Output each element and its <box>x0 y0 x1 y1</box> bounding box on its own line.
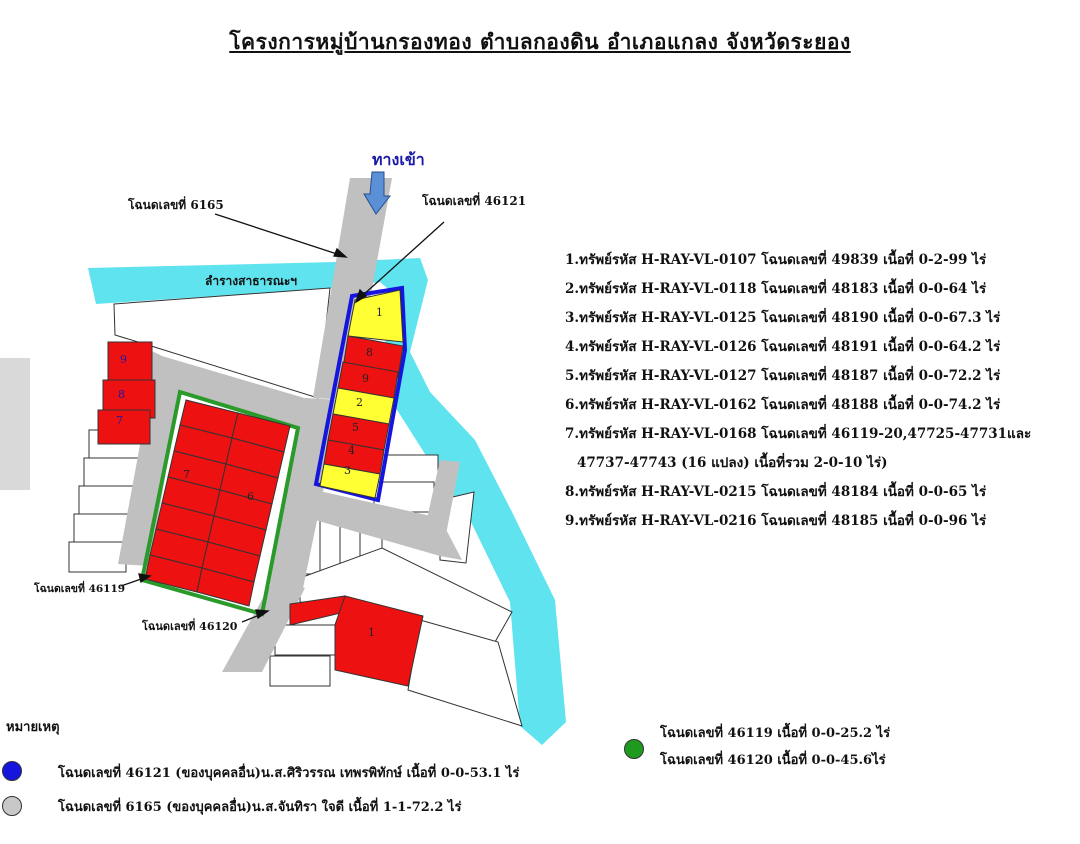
plot-number-3: 3 <box>344 464 351 477</box>
grey-legend-dot-icon <box>2 796 22 816</box>
legend-green-text-2: โฉนดเลขที่ 46120 เนื้อที่ 0-0-45.6ไร่ <box>660 753 886 768</box>
property-item-8: 8.ทรัพย์รหัส H-RAY-VL-0215 โฉนดเลขที่ 48… <box>565 484 987 500</box>
plot-number-7-left: 7 <box>116 414 123 427</box>
plot-number-9-left: 9 <box>120 353 127 366</box>
property-item-6: 6.ทรัพย์รหัส H-RAY-VL-0162 โฉนดเลขที่ 48… <box>565 397 1001 413</box>
deed-6165-label: โฉนดเลขที่ 6165 <box>128 198 224 212</box>
red-plots-left <box>97 341 156 445</box>
green-legend-dot-icon <box>624 739 644 759</box>
property-item-2: 2.ทรัพย์รหัส H-RAY-VL-0118 โฉนดเลขที่ 48… <box>565 281 987 297</box>
canal-label: ลำรางสาธารณะฯ <box>205 274 298 288</box>
plot-number-1-bottom: 1 <box>368 626 375 639</box>
property-list: 1.ทรัพย์รหัส H-RAY-VL-0107 โฉนดเลขที่ 49… <box>565 246 1031 536</box>
plot-number-4: 4 <box>348 444 355 457</box>
access-roads <box>118 178 462 672</box>
plot-number-8-right: 8 <box>366 346 373 359</box>
property-item-5: 5.ทรัพย์รหัส H-RAY-VL-0127 โฉนดเลขที่ 48… <box>565 368 1001 384</box>
legend-green-text-1: โฉนดเลขที่ 46119 เนื้อที่ 0-0-25.2 ไร่ <box>660 726 891 741</box>
deed-46120-label: โฉนดเลขที่ 46120 <box>142 620 238 633</box>
blue-legend-dot-icon <box>2 761 22 781</box>
yellow-red-plots-right <box>319 289 404 499</box>
deed-46121-label: โฉนดเลขที่ 46121 <box>422 194 527 208</box>
property-item-7: 7.ทรัพย์รหัส H-RAY-VL-0168 โฉนดเลขที่ 46… <box>565 426 1032 442</box>
plot-number-5: 5 <box>352 421 359 434</box>
blue-deed-boundary <box>313 285 408 503</box>
property-item-1: 1.ทรัพย์รหัส H-RAY-VL-0107 โฉนดเลขที่ 49… <box>565 252 987 268</box>
legend-grey-text: โฉนดเลขที่ 6165 (ของบุคคลอื่น)น.ส.จันทิร… <box>58 800 462 815</box>
plot-number-6-center: 6 <box>247 490 254 503</box>
property-item-9: 9.ทรัพย์รหัส H-RAY-VL-0216 โฉนดเลขที่ 48… <box>565 513 987 529</box>
entrance-label: ทางเข้า <box>372 150 425 169</box>
legend-title: หมายเหตุ <box>6 720 60 735</box>
red-plots-center <box>144 399 291 607</box>
plot-number-2: 2 <box>356 396 363 409</box>
plot-number-1-right: 1 <box>376 306 383 319</box>
plot-number-9-right: 9 <box>362 372 369 385</box>
deed-46119-label: โฉนดเลขที่ 46119 <box>34 583 126 595</box>
page-title: โครงการหมู่บ้านกรองทอง ตำบลกองดิน อำเภอแ… <box>229 29 851 54</box>
entrance-arrow-icon <box>363 171 392 215</box>
red-plot-1-bottom <box>289 595 424 687</box>
legend-blue-text: โฉนดเลขที่ 46121 (ของบุคคลอื่น)น.ส.ศิริว… <box>58 766 520 781</box>
property-item-4: 4.ทรัพย์รหัส H-RAY-VL-0126 โฉนดเลขที่ 48… <box>565 339 1001 355</box>
property-item-3: 3.ทรัพย์รหัส H-RAY-VL-0125 โฉนดเลขที่ 48… <box>565 310 1001 326</box>
leader-lines <box>120 213 445 623</box>
plot-number-8-left: 8 <box>118 388 125 401</box>
plot-number-labels: 1 8 9 2 5 4 3 9 8 7 7 6 1 <box>116 306 383 639</box>
property-item-7-cont: 47737-47743 (16 แปลง) เนื้อที่รวม 2-0-10… <box>577 455 888 471</box>
plot-number-7-center: 7 <box>183 468 190 481</box>
side-scroll-block <box>0 358 30 490</box>
